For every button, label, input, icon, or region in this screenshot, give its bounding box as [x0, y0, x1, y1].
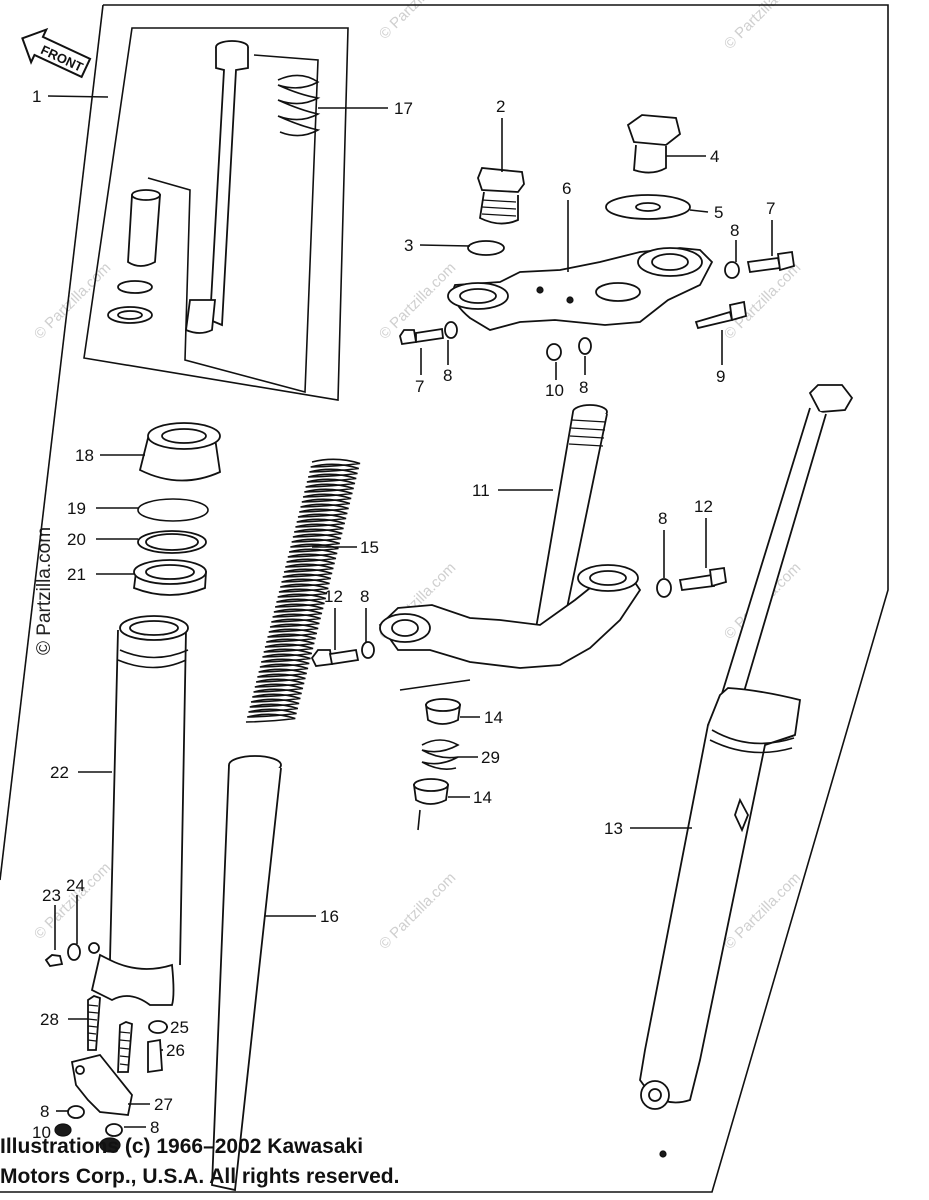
callout-11: 11 [472, 481, 490, 500]
fork-spring-part [245, 458, 361, 723]
steering-stem-part [378, 404, 642, 669]
callout-14: 14 [484, 708, 503, 727]
callout-16: 16 [320, 907, 339, 926]
callout-7: 7 [766, 199, 775, 218]
copyright-notice: Illustrations (c) 1966–2002 Kawasaki Mot… [0, 1132, 399, 1192]
callout-8: 8 [40, 1102, 49, 1121]
outer-tube-part [88, 615, 189, 1006]
watermark: © Partzilla.com [31, 259, 114, 342]
inner-tube-part [211, 755, 282, 1192]
callout-10: 10 [545, 381, 564, 400]
callout-leaders [47, 95, 773, 1128]
callout-18: 18 [75, 446, 94, 465]
copyright-line-1: Illustrations (c) 1966–2002 Kawasaki [0, 1135, 364, 1158]
callout-27: 27 [154, 1095, 173, 1114]
watermark-vertical: © Partzilla.com [34, 527, 55, 655]
callout-3: 3 [404, 236, 413, 255]
callout-8: 8 [150, 1118, 159, 1137]
callout-8: 8 [443, 366, 452, 385]
callout-5: 5 [714, 203, 723, 222]
dust-seal-part [138, 422, 221, 482]
callout-8: 8 [360, 587, 369, 606]
callout-13: 13 [604, 819, 623, 838]
watermark: © Partzilla.com [721, 0, 804, 53]
right-fork-assembly-part [639, 384, 854, 1158]
callout-8: 8 [658, 509, 667, 528]
cap-bolt-part [477, 167, 525, 225]
assembly-frame [0, 4, 889, 1193]
callout-25: 25 [170, 1018, 189, 1037]
callout-12: 12 [324, 587, 343, 606]
callout-24: 24 [66, 876, 85, 895]
callout-15: 15 [360, 538, 379, 557]
callout-8: 8 [730, 221, 739, 240]
callout-19: 19 [67, 499, 86, 518]
front-arrow-icon: FRONT [21, 27, 92, 79]
callout-12: 12 [694, 497, 713, 516]
callout-6: 6 [562, 179, 571, 198]
callout-22: 22 [50, 763, 69, 782]
callout-23: 23 [42, 886, 61, 905]
watermark: © Partzilla.com [376, 869, 459, 952]
gasket-part [467, 240, 505, 256]
drain-screw-parts [44, 943, 81, 967]
callout-29: 29 [481, 748, 500, 767]
bushing-and-spring-parts [412, 698, 462, 805]
callout-17: 17 [394, 99, 413, 118]
seal-washer-part [137, 530, 207, 554]
washer-part [605, 194, 691, 220]
lower-bracket-fasteners [310, 566, 728, 667]
damper-rod-part [185, 40, 249, 334]
top-bolt-part [626, 114, 682, 174]
cylinder-piston-part [107, 189, 161, 324]
axle-holder-parts [54, 995, 168, 1153]
upper-bracket-part [447, 247, 714, 331]
callout-21: 21 [67, 565, 86, 584]
copyright-line-2: Motors Corp., U.S.A. All rights reserved… [0, 1165, 400, 1188]
callout-8: 8 [579, 378, 588, 397]
callout-7: 7 [415, 377, 424, 396]
callout-2: 2 [496, 97, 505, 116]
callout-9: 9 [716, 367, 725, 386]
watermark: © Partzilla.com [376, 0, 459, 43]
watermarks: © Partzilla.com © Partzilla.com © Partzi… [31, 0, 804, 953]
rebound-spring-part [277, 74, 321, 137]
callout-labels: 1 17 2 4 6 5 3 8 7 7 8 10 8 9 18 11 19 8… [32, 87, 775, 1142]
snap-ring-part [137, 498, 209, 522]
callout-10: 10 [32, 1123, 51, 1142]
callout-20: 20 [67, 530, 86, 549]
callout-1: 1 [32, 87, 41, 106]
upper-bracket-fasteners [399, 250, 796, 361]
oil-seal-part [133, 559, 207, 596]
callout-14: 14 [473, 788, 492, 807]
callout-26: 26 [166, 1041, 185, 1060]
callout-28: 28 [40, 1010, 59, 1029]
callout-4: 4 [710, 147, 719, 166]
